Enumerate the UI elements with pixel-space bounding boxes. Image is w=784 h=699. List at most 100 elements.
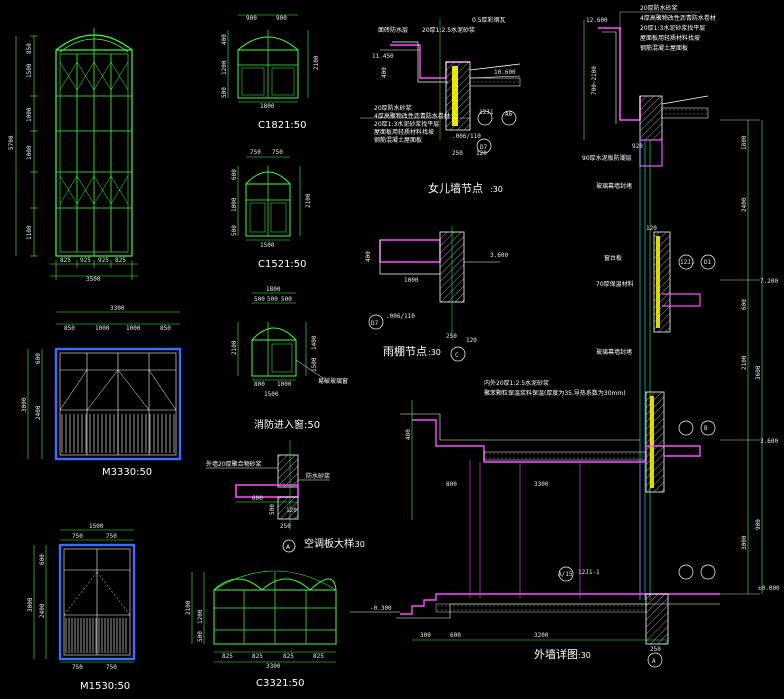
wall-ref-5: B <box>704 425 708 432</box>
wall-dim-left-2: 800 <box>446 481 457 488</box>
tall-dim-left-2: 1000 <box>26 107 33 122</box>
m1530-dim-top-1: 750 <box>106 533 117 540</box>
c3321-dim-left-0: 2100 <box>185 600 192 615</box>
parapet-title: 女儿墙节点 <box>428 181 483 195</box>
wall-dim-right-6: 900 <box>755 519 762 530</box>
c3321-dim-bottom-3: 825 <box>313 653 324 660</box>
window-c1521-elevation: 750 750 1500 2100 600 1000 500 C1521:50 <box>231 149 312 270</box>
parapet-dim-1: 120 <box>476 150 487 157</box>
fire-sub-dim-1: 1000 <box>277 381 292 388</box>
c1821-dim-left-0: 400 <box>221 34 228 45</box>
parapet-note-left-1: 4厚高聚物改性沥青防水卷材 <box>374 112 450 120</box>
canopy-ref-1: .006/110 <box>386 313 415 320</box>
window-c1821-elevation: 900 900 1800 2100 400 1200 500 C1821:50 <box>221 14 320 131</box>
tall-dim-bottom-3: 825 <box>115 257 126 264</box>
window-fire-entry-elevation: 1800 500 500 500 800 1000 1500 2100 1400… <box>231 286 348 431</box>
c1521-title: C1521:50 <box>258 259 307 270</box>
ac-board-title: 空调板大样 <box>304 537 354 550</box>
ac-dim-2: 250 <box>280 523 291 530</box>
fire-sub-dim-0: 800 <box>254 381 265 388</box>
wall-note-top-1: 4厚高聚物改性沥青防水卷材 <box>640 14 716 22</box>
c3321-dim-bottom-2: 825 <box>283 653 294 660</box>
m1530-title: M1530:50 <box>80 681 130 692</box>
canopy-ref-2: C <box>455 352 459 359</box>
canopy-dim-0: 400 <box>365 251 372 262</box>
wall-elev-4: -0.300 <box>370 605 392 612</box>
parapet-ref-0: 12J1 <box>479 109 494 116</box>
c3321-dim-left-1: 1200 <box>197 609 204 624</box>
canopy-elev-0: 3.600 <box>490 252 508 259</box>
c1821-dim-left-1: 1200 <box>221 60 228 75</box>
tall-dim-bottom-2: 925 <box>98 257 109 264</box>
c1521-dim-top-1: 750 <box>272 149 283 156</box>
fire-dim-left-0: 2100 <box>231 340 238 355</box>
m3330-dim-left-1: 2400 <box>35 405 42 420</box>
c1821-dim-right-0: 2100 <box>313 55 320 70</box>
tall-height-total: 5700 <box>8 135 15 150</box>
parapet-scale: :30 <box>490 185 503 194</box>
parapet-ref-1: A6 <box>505 111 513 118</box>
wall-dim-bottom-2: 3200 <box>534 632 549 639</box>
wall-dim-bottom-3: 250 <box>650 646 661 653</box>
wall-ref-1: D1 <box>704 259 712 266</box>
c3321-title: C3321:50 <box>256 678 305 689</box>
tall-dim-left-0: 850 <box>26 43 33 54</box>
ac-note-0: 外墙20厚聚合物砂浆 <box>206 460 262 468</box>
tall-dim-left-3: 1000 <box>26 145 33 160</box>
m3330-title: M3330:50 <box>102 467 152 478</box>
wall-dim-left-5: 120 <box>646 225 657 232</box>
m3330-dim-top-3: 850 <box>160 325 171 332</box>
m3330-dim-top-2: 1000 <box>126 325 141 332</box>
wall-dim-right-3: 3600 <box>755 365 762 380</box>
m3330-dim-top-1: 1000 <box>95 325 110 332</box>
parapet-note-left-2: 20厚1:3水泥砂浆找平层 <box>374 120 439 128</box>
c3321-dim-bottom-0: 825 <box>222 653 233 660</box>
c1521-width-total: 1500 <box>260 242 275 249</box>
wall-elev-3: ±0.000 <box>758 585 780 592</box>
wall-dim-left-3: 3300 <box>534 481 549 488</box>
wall-note-top-3: 屋面板用轻质材料找坡 <box>640 34 700 42</box>
tall-dim-left-4: 1100 <box>26 225 33 240</box>
m1530-dim-top-0: 750 <box>72 533 83 540</box>
canopy-title: 雨棚节点 <box>383 344 427 358</box>
c1521-dim-left-0: 600 <box>231 169 238 180</box>
c3321-dim-bottom-1: 825 <box>252 653 263 660</box>
c1821-dim-top-0: 900 <box>246 15 257 22</box>
wall-ref-0: 12J1 <box>680 259 695 266</box>
parapet-ref-2: D7 <box>480 144 488 151</box>
wall-dim-right-1: 2400 <box>741 197 748 212</box>
parapet-dim-0: 250 <box>452 150 463 157</box>
wall-dim-bottom-1: 600 <box>450 632 461 639</box>
fire-window-title: 消防进入窗:50 <box>254 418 320 431</box>
c1521-dim-left-2: 500 <box>231 225 238 236</box>
c3321-width-total: 3300 <box>266 663 281 670</box>
tall-dim-bottom-0: 825 <box>60 257 71 264</box>
wall-dim-left-4: 480 <box>405 429 412 440</box>
m1530-dim-left-1: 2400 <box>39 603 46 618</box>
fire-note: 易破玻璃窗 <box>318 377 348 385</box>
parapet-dim-2: 400 <box>381 67 388 78</box>
fire-dim-top-2: 500 <box>281 296 292 303</box>
ac-board-detail: 外墙20厚聚合物砂浆 防水砂浆 600 120 250 500 A 空调板大样 … <box>206 440 365 553</box>
canopy-scale: :30 <box>428 348 441 357</box>
c1821-width-total: 1800 <box>260 103 275 110</box>
fire-top-total: 1800 <box>266 286 281 293</box>
ac-ref: A <box>286 544 291 551</box>
window-c3321-elevation: 2100 1200 500 825 825 825 825 3300 C3321… <box>185 570 337 689</box>
c1821-title: C1821:50 <box>258 120 307 131</box>
wall-note-long-2: 聚苯颗粒保温浆料保温(厚度为35,导热系数为30mm) <box>484 389 626 397</box>
c3321-dim-left-2: 500 <box>197 631 204 642</box>
wall-elev-0: 12.600 <box>586 17 608 24</box>
door-m1530-elevation: 1500 750 750 750 750 600 2400 3000 M1530… <box>27 523 136 692</box>
wall-dim-left-1: 920 <box>632 143 643 150</box>
wall-ref-3: A/15 <box>558 571 573 578</box>
wall-dim-right-4: 2100 <box>741 355 748 370</box>
tall-dim-left-1: 1500 <box>26 63 33 78</box>
ac-dim-3: 500 <box>269 504 276 515</box>
ac-note-1: 防水砂浆 <box>306 472 330 480</box>
c1521-dim-top-0: 750 <box>250 149 261 156</box>
c1521-dim-right-0: 2100 <box>305 193 312 208</box>
parapet-note-top-0: 面砖防水层 <box>378 26 408 34</box>
fire-dim-right-0: 1400 <box>311 335 318 350</box>
